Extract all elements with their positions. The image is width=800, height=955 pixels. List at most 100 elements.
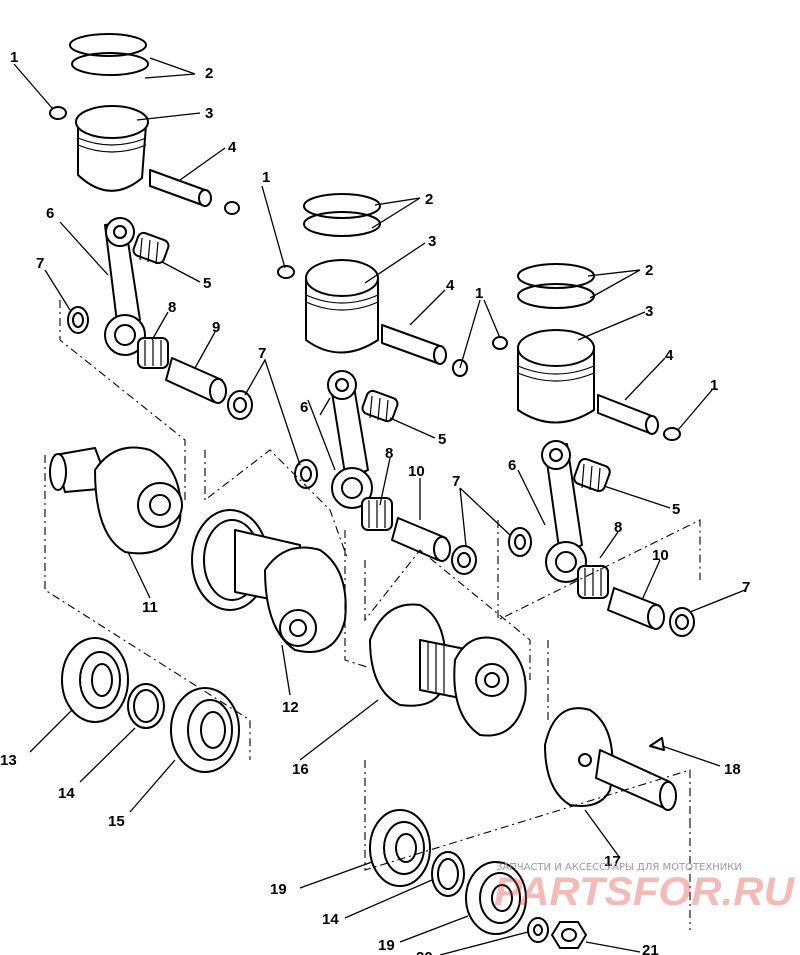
callout-19: 19 xyxy=(378,937,395,954)
callout-3: 3 xyxy=(645,303,653,320)
needle-bearing-3a xyxy=(573,458,611,493)
callout-14: 14 xyxy=(58,785,75,802)
callout-4: 4 xyxy=(665,347,674,364)
circlip-2a xyxy=(277,265,295,279)
circlip-3b xyxy=(663,427,681,441)
thrust-washer-1a xyxy=(67,306,89,334)
callout-15: 15 xyxy=(108,813,125,830)
main-bearing-13 xyxy=(61,637,129,723)
callout-10: 10 xyxy=(652,547,669,564)
thrust-washer-3a xyxy=(508,527,532,557)
connecting-rod-1 xyxy=(104,217,146,356)
callout-1: 1 xyxy=(710,377,718,394)
callout-2: 2 xyxy=(425,191,433,208)
callout-7: 7 xyxy=(452,473,460,490)
piston-pin-2 xyxy=(381,324,441,365)
crankshaft-end-11 xyxy=(49,446,183,555)
crank-pin-10b xyxy=(607,587,665,630)
callout-3: 3 xyxy=(428,233,436,250)
callout-12: 12 xyxy=(282,699,299,716)
watermark-brand: PARTSFOR.RU xyxy=(494,870,795,914)
main-bearing-15 xyxy=(170,687,240,773)
callout-5: 5 xyxy=(672,501,680,518)
woodruff-key-18 xyxy=(649,737,665,751)
washer-20 xyxy=(527,917,549,943)
callout-6: 6 xyxy=(46,205,54,222)
crankshaft-center-12 xyxy=(191,509,347,653)
circlip-2b xyxy=(452,359,468,377)
connecting-rod-2 xyxy=(327,370,373,509)
piston-ring-1b xyxy=(71,52,149,76)
callout-10: 10 xyxy=(408,463,425,480)
piston-ring-2a xyxy=(303,193,381,219)
callout-8: 8 xyxy=(168,299,176,316)
piston-3 xyxy=(517,347,595,424)
crankshaft-end-17 xyxy=(544,707,677,811)
callout-4: 4 xyxy=(228,139,237,156)
piston-pin-3 xyxy=(597,394,653,435)
main-bearing-19a xyxy=(369,809,431,887)
crankshaft-center-16 xyxy=(369,603,527,737)
oil-seal-14a xyxy=(127,683,165,729)
callout-16: 16 xyxy=(292,761,309,778)
watermark-tagline: ЗАПЧАСТИ И АКСЕССУАРЫ ДЛЯ МОТОТЕХНИКИ xyxy=(496,862,742,873)
piston-ring-2b xyxy=(303,211,381,237)
crank-pin-10a xyxy=(391,517,451,562)
nut-21 xyxy=(551,921,587,949)
callout-1: 1 xyxy=(475,285,483,302)
callout-5: 5 xyxy=(438,431,446,448)
piston-ring-1a xyxy=(69,33,147,57)
callout-6: 6 xyxy=(300,399,308,416)
callout-2: 2 xyxy=(205,65,213,82)
callout-11: 11 xyxy=(142,599,158,616)
thrust-washer-3b xyxy=(669,607,695,637)
thrust-washer-2a xyxy=(294,459,318,489)
piston-1 xyxy=(77,121,147,192)
callout-20: 20 xyxy=(416,949,433,955)
piston-assembly-3 xyxy=(492,263,681,441)
callout-8: 8 xyxy=(614,519,622,536)
callout-7: 7 xyxy=(36,255,44,272)
connecting-rod-3 xyxy=(541,440,587,583)
callout-5: 5 xyxy=(203,275,211,292)
leader-lines xyxy=(13,57,746,955)
circlip-1a xyxy=(49,106,67,120)
oil-seal-14b xyxy=(431,851,465,897)
crank-pin-9 xyxy=(165,357,227,404)
callout-6: 6 xyxy=(508,457,516,474)
callout-14: 14 xyxy=(322,911,339,928)
piston-ring-3a xyxy=(517,263,595,289)
piston-assembly-1 xyxy=(49,33,240,215)
callout-13: 13 xyxy=(0,752,17,769)
callout-1: 1 xyxy=(262,169,270,186)
assembly-guide-lines xyxy=(44,300,701,930)
callout-labels: 1 2 3 4 6 7 5 8 9 7 1 2 3 4 6 5 8 10 7 2… xyxy=(0,49,750,955)
needle-bearing-2a xyxy=(361,389,399,423)
callout-19: 19 xyxy=(270,881,287,898)
thrust-washer-2b xyxy=(451,545,477,575)
callout-18: 18 xyxy=(724,761,741,778)
circlip-1b xyxy=(224,201,240,215)
callout-2: 2 xyxy=(645,262,653,279)
watermark: ЗАПЧАСТИ И АКСЕССУАРЫ ДЛЯ МОТОТЕХНИКИ PA… xyxy=(494,862,795,914)
callout-21: 21 xyxy=(642,942,659,955)
needle-bearing-2b xyxy=(361,497,393,531)
callout-1: 1 xyxy=(10,49,18,66)
needle-bearing-3b xyxy=(577,565,609,599)
callout-7: 7 xyxy=(258,345,266,362)
needle-bearing-1a xyxy=(132,231,170,265)
piston-2 xyxy=(305,277,379,354)
piston-assembly-2 xyxy=(277,193,468,377)
main-bearing-19b xyxy=(465,861,527,935)
needle-bearing-1b xyxy=(137,337,169,369)
callout-8: 8 xyxy=(385,445,393,462)
circlip-3a xyxy=(492,336,508,350)
callout-17: 17 xyxy=(604,853,621,870)
thrust-washer-1b xyxy=(227,390,253,420)
piston-pin-1 xyxy=(149,169,206,207)
callout-3: 3 xyxy=(205,105,213,122)
callout-7: 7 xyxy=(742,579,750,596)
callout-9: 9 xyxy=(212,319,220,336)
callout-4: 4 xyxy=(446,277,455,294)
